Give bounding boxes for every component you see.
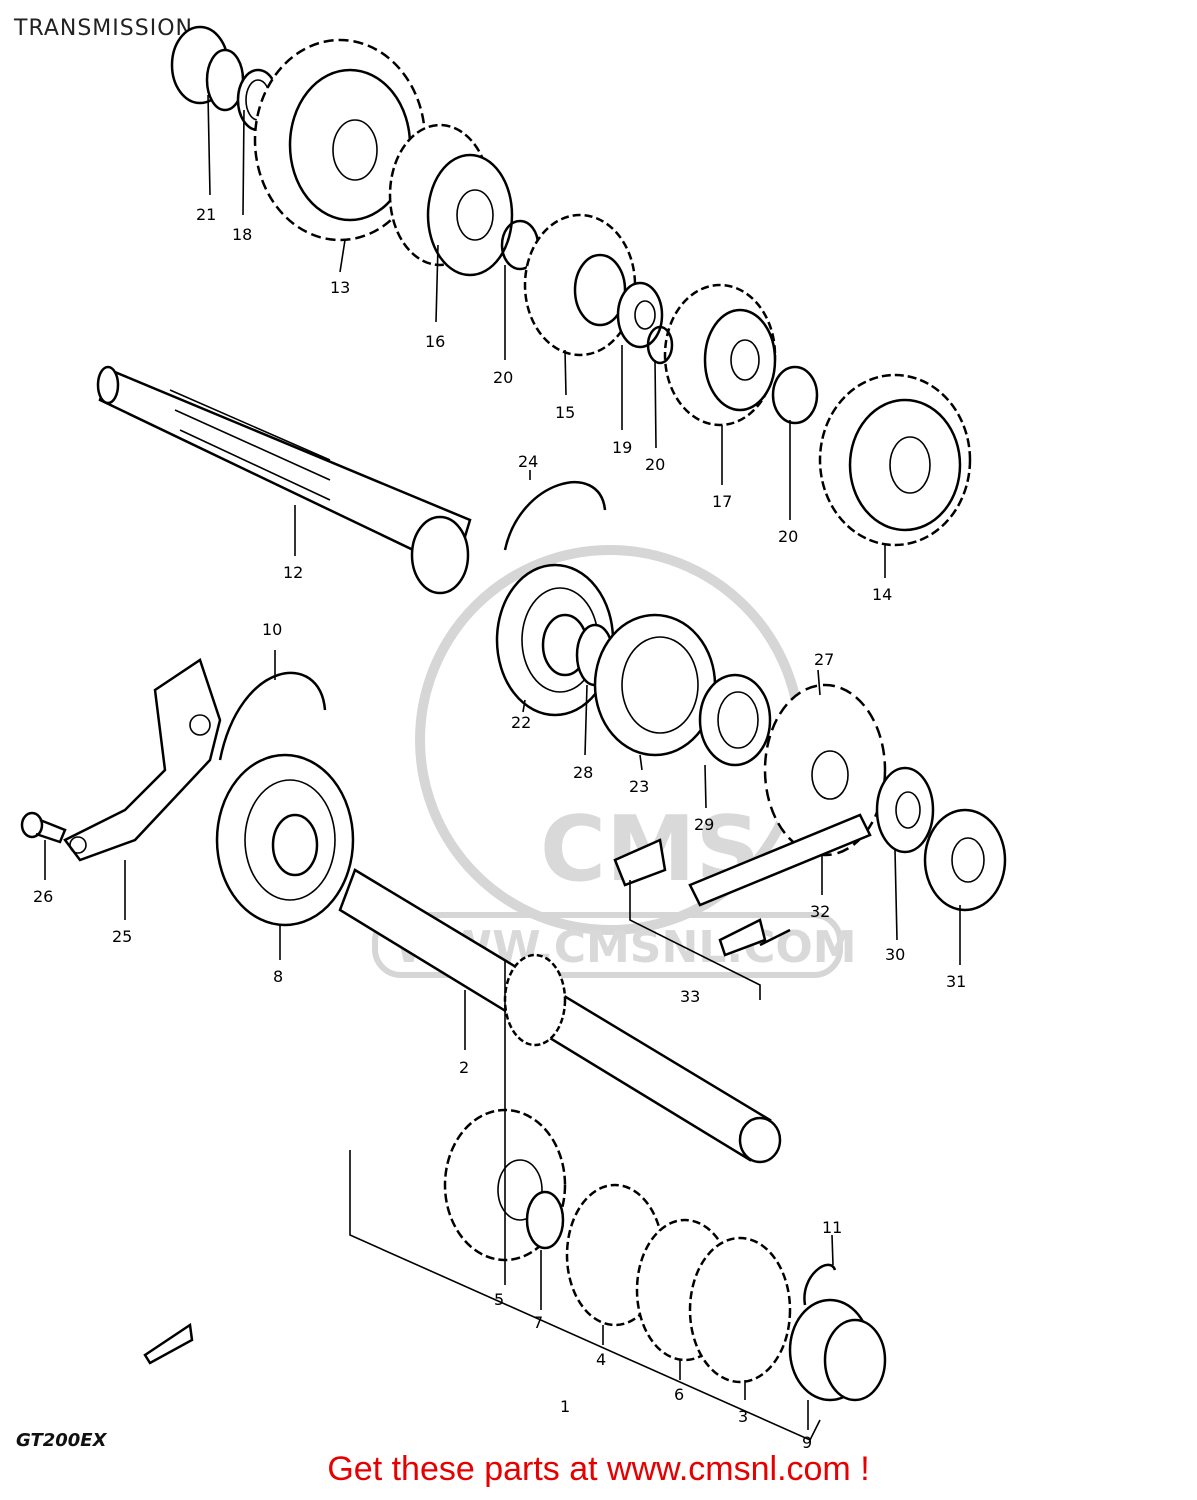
model-code: GT200EX (16, 1430, 107, 1451)
part-15-gear[interactable] (523, 213, 637, 357)
callout-26[interactable]: 26 (33, 887, 53, 906)
callout-19[interactable]: 19 (612, 438, 632, 457)
callout-33[interactable]: 33 (680, 987, 700, 1006)
part-17-gear[interactable] (663, 283, 777, 427)
part-32-chain[interactable] (688, 813, 872, 907)
callout-29[interactable]: 29 (694, 815, 714, 834)
assembly-1-bracket (349, 1150, 821, 1442)
callout-16[interactable]: 16 (425, 332, 445, 351)
callout-2[interactable]: 2 (459, 1058, 469, 1077)
part-7-washer[interactable] (525, 1190, 565, 1250)
callout-20-b[interactable]: 20 (645, 455, 665, 474)
callout-28[interactable]: 28 (573, 763, 593, 782)
diagram-title: TRANSMISSION (14, 16, 193, 41)
callout-17[interactable]: 17 (712, 492, 732, 511)
part-26-screw[interactable] (20, 811, 67, 844)
part-30-lock-washer[interactable] (875, 766, 935, 854)
part-3-gear[interactable] (688, 1236, 792, 1384)
callout-20-c[interactable]: 20 (778, 527, 798, 546)
part-11-circlip[interactable] (803, 1263, 837, 1306)
part-19-washer[interactable] (616, 281, 664, 349)
cms-watermark: CMS WWW.CMSNL.COM (372, 545, 857, 978)
part-29-spacer[interactable] (698, 673, 772, 767)
part-33-chain-joint[interactable] (613, 838, 791, 957)
callout-1[interactable]: 1 (560, 1397, 570, 1416)
callout-20-a[interactable]: 20 (493, 368, 513, 387)
callout-22[interactable]: 22 (511, 713, 531, 732)
part-21-bushing[interactable] (170, 25, 245, 112)
part-13-gear[interactable] (253, 38, 427, 242)
part-27-sprocket[interactable] (763, 683, 887, 857)
callout-3[interactable]: 3 (738, 1407, 748, 1426)
callout-6[interactable]: 6 (674, 1385, 684, 1404)
part-9-bushing[interactable] (788, 1298, 887, 1402)
callout-27[interactable]: 27 (814, 650, 834, 669)
part-23-oil-seal[interactable] (593, 613, 717, 757)
part-20-circlip-c[interactable] (771, 365, 819, 425)
callout-5[interactable]: 5 (494, 1290, 504, 1309)
callout-24[interactable]: 24 (518, 452, 538, 471)
part-31-nut[interactable] (923, 808, 1007, 912)
callout-10[interactable]: 10 (262, 620, 282, 639)
callout-9[interactable]: 9 (802, 1433, 812, 1452)
part-24-ring[interactable] (503, 481, 607, 551)
callout-12[interactable]: 12 (283, 563, 303, 582)
leader-lines (44, 94, 961, 1430)
callout-25[interactable]: 25 (112, 927, 132, 946)
part-8-bearing[interactable] (215, 753, 355, 927)
callout-11[interactable]: 11 (822, 1218, 842, 1237)
callout-4[interactable]: 4 (596, 1350, 606, 1369)
callout-15[interactable]: 15 (555, 403, 575, 422)
callout-32[interactable]: 32 (810, 902, 830, 921)
callout-8[interactable]: 8 (273, 967, 283, 986)
part-10-retainer[interactable] (218, 671, 327, 761)
callout-14[interactable]: 14 (872, 585, 892, 604)
part-14-gear[interactable] (818, 373, 972, 547)
part-20-circlip-b[interactable] (646, 325, 674, 365)
part-25-bearing-retainer-plate[interactable] (63, 658, 222, 862)
callout-21[interactable]: 21 (196, 205, 216, 224)
callout-30[interactable]: 30 (885, 945, 905, 964)
callout-labels: 21 18 13 16 20 15 19 20 17 20 14 24 12 1… (33, 205, 966, 1452)
callout-23[interactable]: 23 (629, 777, 649, 796)
part-16-gear[interactable] (388, 123, 514, 277)
part-12-countershaft[interactable] (96, 365, 472, 595)
front-arrow-icon (143, 1322, 194, 1365)
part-2-drive-shaft[interactable] (338, 868, 782, 1164)
callout-31[interactable]: 31 (946, 972, 966, 991)
callout-13[interactable]: 13 (330, 278, 350, 297)
cta-link[interactable]: Get these parts at www.cmsnl.com ! (327, 1450, 870, 1488)
callout-7[interactable]: 7 (533, 1313, 543, 1332)
callout-18[interactable]: 18 (232, 225, 252, 244)
